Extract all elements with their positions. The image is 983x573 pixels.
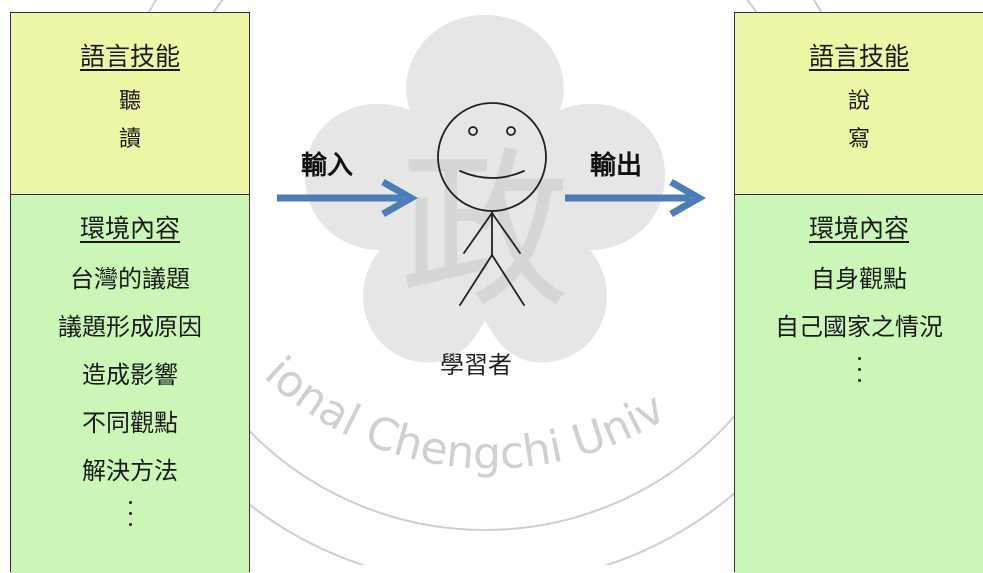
left-env-item: 造成影響 [82,361,178,389]
left-skills-box: 語言技能 聽 讀 [11,13,249,195]
right-skills-box: 語言技能 說 寫 [735,13,983,195]
right-env-title: 環境內容 [808,214,909,243]
input-arrow [277,178,419,218]
right-env-item: 自己國家之情況 [775,313,943,341]
plum-blossom-emblem [305,15,665,363]
head [437,102,547,212]
right-env-box: 環境內容 自身觀點 自己國家之情況 [735,195,983,573]
left-env-item: 議題形成原因 [58,313,202,341]
left-skill-reading: 讀 [118,127,141,152]
learner-label: 學習者 [440,351,512,379]
left-env-title: 環境內容 [79,214,180,243]
output-label: 輸出 [590,151,643,181]
left-env-item: 不同觀點 [82,409,178,437]
left-panel: 語言技能 聽 讀 環境內容 台灣的議題 議題形成原因 造成影響 不同觀點 解決方… [10,12,250,573]
output-arrow [565,178,707,218]
right-skills-title: 語言技能 [808,42,909,71]
left-skills-title: 語言技能 [79,42,180,71]
right-skill-writing: 寫 [847,127,870,152]
left-ellipsis [11,501,249,526]
right-skill-speaking: 說 [847,89,870,114]
right-ellipsis [735,357,983,382]
right-panel: 語言技能 說 寫 環境內容 自身觀點 自己國家之情況 [734,12,983,573]
left-env-item: 解決方法 [82,457,178,485]
left-skill-listening: 聽 [118,89,141,114]
learner-stick-figure [437,102,547,306]
seal-character: 政 [400,133,570,331]
left-env-item: 台灣的議題 [70,265,190,293]
right-env-item: 自身觀點 [811,265,907,293]
input-label: 輸入 [301,151,354,181]
left-env-box: 環境內容 台灣的議題 議題形成原因 造成影響 不同觀點 解決方法 [11,195,249,573]
